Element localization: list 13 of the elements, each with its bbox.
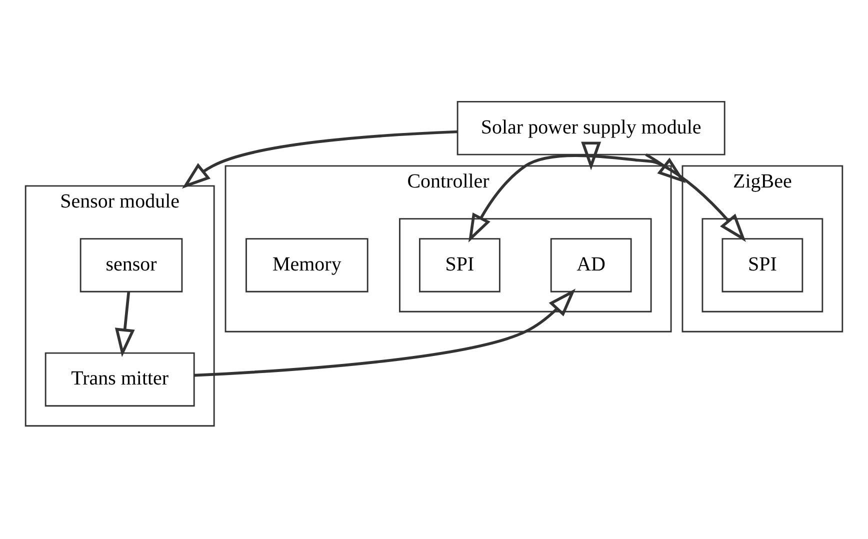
node-box: Memory	[246, 238, 368, 292]
arrow	[194, 288, 576, 377]
cluster	[702, 218, 824, 312]
node-box: SPI	[419, 238, 500, 292]
arrow	[645, 153, 686, 184]
arrow	[581, 142, 602, 170]
node-box: AD	[550, 238, 632, 292]
arrow	[182, 130, 458, 189]
node-box: Trans mitter	[44, 352, 195, 407]
node-box: SPI	[722, 238, 804, 292]
arrow	[114, 292, 135, 358]
node-box: sensor	[80, 238, 183, 292]
cluster	[399, 218, 652, 312]
